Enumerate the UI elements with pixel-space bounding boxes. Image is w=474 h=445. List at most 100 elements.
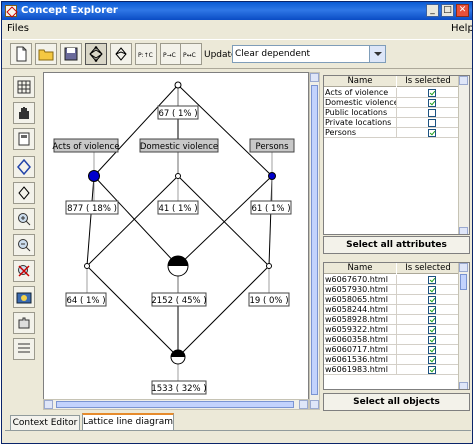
table-row[interactable]: w6060717.html [324,345,458,355]
scroll-down-arrow[interactable] [310,400,319,409]
table-row[interactable]: w6059322.html [324,325,458,335]
chevron-down-icon[interactable] [369,46,385,62]
obj-checkbox[interactable] [428,326,436,334]
obj-checkbox[interactable] [428,366,436,374]
zoom-in-tool[interactable] [13,208,35,230]
scroll-up-arrow[interactable] [459,76,468,85]
update-select[interactable]: Clear dependent [232,45,386,63]
table-row[interactable]: w6058928.html [324,315,458,325]
attr-scrollbar[interactable] [458,76,469,234]
count-violence: 877 ( 18% ) [67,204,117,214]
menu-help[interactable]: Help [451,23,473,34]
scroll-up-arrow[interactable] [459,263,468,272]
attr-checkbox[interactable] [428,89,436,97]
node-top[interactable] [174,81,182,89]
scroll-thumb[interactable] [311,85,318,395]
title-bar[interactable]: Concept Explorer _ □ ✕ [2,2,472,20]
node-right-mid[interactable] [266,263,272,269]
attr-checkbox[interactable] [428,99,436,107]
table-row[interactable]: w6058244.html [324,305,458,315]
lattice-layout-button[interactable] [85,43,107,65]
table-row[interactable]: w6061983.html [324,365,458,375]
obj-checkbox[interactable] [428,356,436,364]
tab-context-editor[interactable]: Context Editor [10,415,80,431]
obj-checkbox[interactable] [428,296,436,304]
attribute-label-violence[interactable]: Acts of violence [52,138,120,153]
lattice-small-button[interactable] [110,43,132,65]
obj-scrollbar[interactable] [458,263,469,389]
obj-checkbox[interactable] [428,346,436,354]
table-row[interactable]: w6057930.html [324,285,458,295]
obj-col-name[interactable]: Name [324,263,396,274]
grid-tool[interactable] [13,76,35,98]
count-labels: 67 ( 1% ) 877 ( 18% ) 41 ( 1% ) 61 ( 1% … [65,105,292,395]
toolbar: P:↑C P→C P↔C Update: Clear dependent [2,39,472,69]
scroll-left-arrow[interactable] [44,400,53,409]
diamond-small-tool[interactable] [13,182,35,204]
attr-col-name[interactable]: Name [324,76,396,87]
obj-col-selected[interactable]: Is selected [397,263,459,274]
save-button[interactable] [60,43,82,65]
table-row[interactable]: w6061536.html [324,355,458,365]
zoom-out-tool[interactable] [13,234,35,256]
hand-tool[interactable] [13,102,35,124]
diagram-vertical-scrollbar[interactable] [309,72,320,410]
select-all-objects-button[interactable]: Select all objects [323,393,470,411]
remove-tool[interactable] [13,260,35,282]
node-left-mid[interactable] [84,263,90,269]
node-bottom[interactable] [170,349,186,365]
p-both-c-button[interactable]: P↔C [180,43,202,65]
scroll-down-arrow[interactable] [459,227,468,234]
table-row[interactable]: Acts of violence [324,88,458,98]
node-persons[interactable] [268,172,276,180]
open-button[interactable] [35,43,57,65]
attribute-label-domestic[interactable]: Domestic violence [139,138,219,153]
menu-files[interactable]: Files [7,23,29,34]
p-up-c-button[interactable]: P:↑C [135,43,157,65]
table-row[interactable]: Domestic violence [324,98,458,108]
obj-checkbox[interactable] [428,306,436,314]
tab-lattice-line-diagram[interactable]: Lattice line diagram [82,413,174,431]
close-button[interactable]: ✕ [456,4,469,17]
obj-checkbox[interactable] [428,286,436,294]
node-domestic[interactable] [175,173,181,179]
node-center[interactable] [167,255,189,277]
list-tool[interactable] [13,338,35,360]
camera-tool[interactable] [13,286,35,308]
diagram-horizontal-scrollbar[interactable] [43,399,309,410]
node-violence[interactable] [88,170,100,182]
scroll-right-arrow[interactable] [299,400,308,409]
attr-checkbox[interactable] [428,129,436,137]
table-row[interactable]: w6067670.html [324,275,458,285]
page-tool[interactable] [13,128,35,150]
table-row[interactable]: w6058065.html [324,295,458,305]
lattice-edges [86,84,273,358]
scroll-thumb[interactable] [56,401,294,408]
maximize-button[interactable]: □ [441,4,454,17]
panel-splitter[interactable] [322,255,471,260]
lattice-diagram[interactable]: Acts of violence Domestic violence Perso… [43,72,309,410]
obj-checkbox[interactable] [428,276,436,284]
list-icon [18,343,30,353]
table-row[interactable]: Persons [324,128,458,138]
attribute-label-persons[interactable]: Persons [249,138,295,153]
tab-divider [5,430,471,431]
attr-col-selected[interactable]: Is selected [397,76,459,87]
scroll-thumb[interactable] [460,274,467,290]
attr-checkbox[interactable] [428,109,436,117]
p-to-c-button[interactable]: P→C [160,43,182,65]
minimize-button[interactable]: _ [426,4,439,17]
scroll-up-arrow[interactable] [310,73,319,82]
puzzle-tool[interactable] [13,312,35,334]
new-button[interactable] [10,43,32,65]
p2-label: P→C [163,52,176,59]
table-row[interactable]: Public locations [324,108,458,118]
table-row[interactable]: w6060358.html [324,335,458,345]
table-row[interactable]: Private locations [324,118,458,128]
diamond-tool[interactable] [13,156,35,178]
obj-checkbox[interactable] [428,336,436,344]
obj-checkbox[interactable] [428,316,436,324]
scroll-down-arrow[interactable] [459,382,468,389]
select-all-attributes-button[interactable]: Select all attributes [323,236,470,254]
attr-checkbox[interactable] [428,119,436,127]
